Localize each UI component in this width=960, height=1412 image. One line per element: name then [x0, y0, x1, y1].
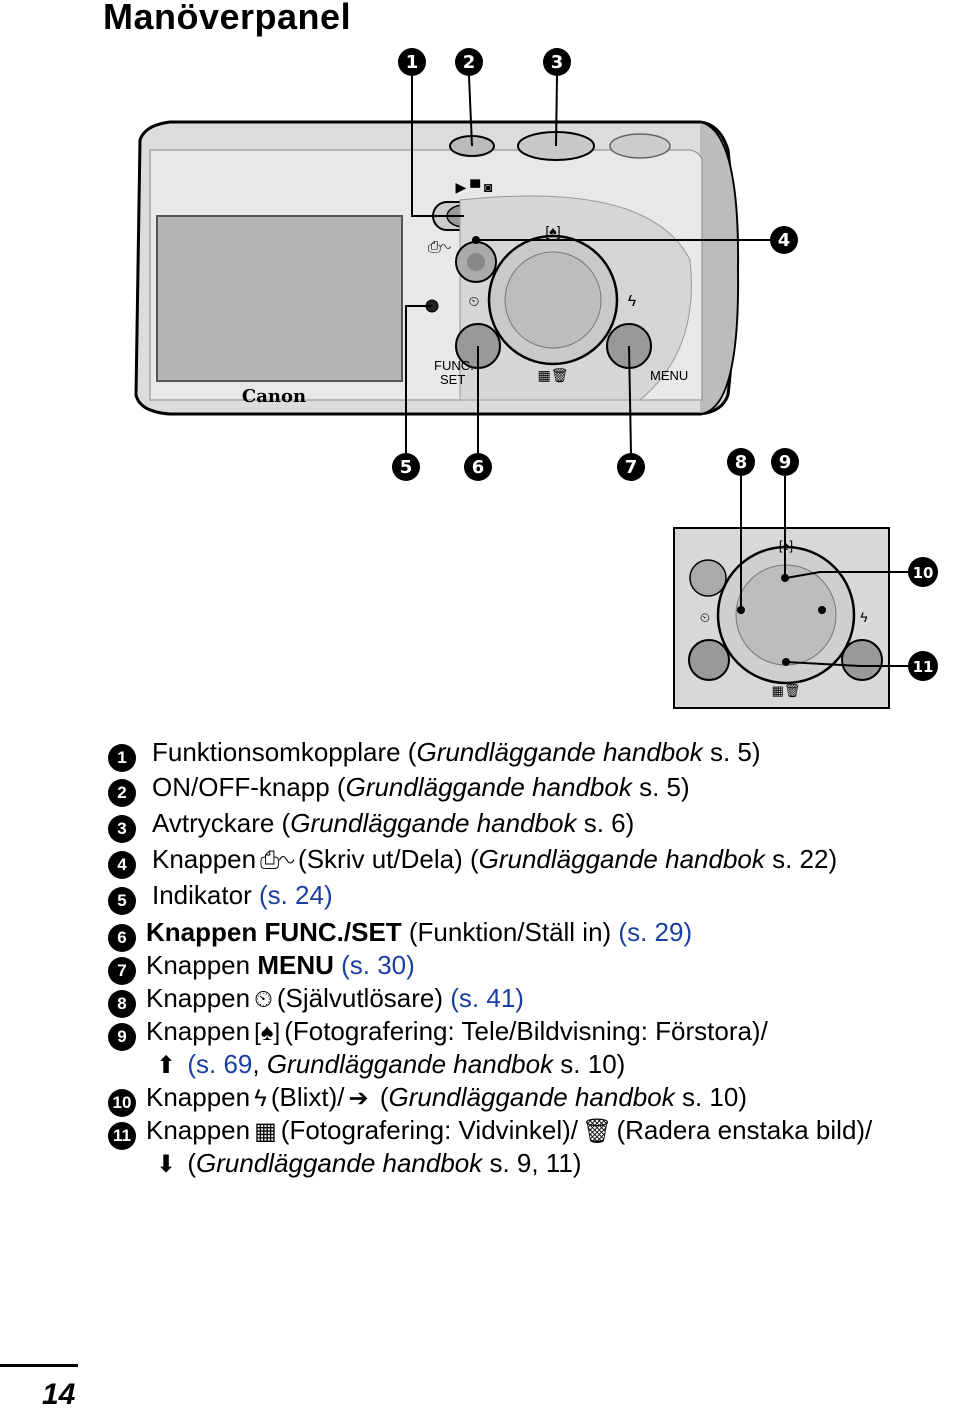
svg-text:6: 6: [472, 457, 485, 478]
svg-text:3: 3: [551, 52, 564, 73]
svg-text:⎙∿: ⎙∿: [428, 239, 451, 256]
svg-text:⏲: ⏲: [469, 293, 480, 309]
self-timer-icon: ⏲: [254, 986, 273, 1013]
flash-icon: ϟ: [254, 1085, 267, 1112]
callout-7: 7: [617, 453, 645, 481]
svg-text:4: 4: [778, 230, 791, 251]
brand-logo: Canon: [242, 386, 306, 407]
callout-3: 3: [543, 48, 571, 76]
dial-inset: [♠] ϟ ⏲ ▦🗑: [673, 476, 908, 709]
callout-6: 6: [464, 453, 492, 481]
svg-text:⏲: ⏲: [700, 610, 710, 625]
svg-text:▶ ▀ ◙: ▶ ▀ ◙: [456, 179, 493, 195]
callout-11: 11: [908, 651, 938, 681]
tele-zoom-icon: [♠]: [254, 1019, 281, 1046]
svg-text:1: 1: [406, 52, 419, 73]
svg-text:8: 8: [735, 452, 748, 473]
svg-text:10: 10: [913, 564, 934, 582]
print-share-icon: ⎙∿: [260, 847, 295, 874]
svg-text:SET: SET: [440, 372, 465, 387]
callout-1: 1: [398, 48, 426, 76]
svg-text:2: 2: [463, 52, 476, 73]
camera-illustration: 1 2 3 4 5 6 7 8 9 10 11 Canon ▶ ▀ ◙ ⎙∿: [134, 48, 938, 709]
svg-text:▦🗑: ▦🗑: [537, 367, 568, 383]
callout-2: 2: [455, 48, 483, 76]
list-item-continuation: ⬇ (Grundläggande handbok s. 9, 11): [156, 1148, 582, 1178]
callout-9: 9: [771, 448, 799, 476]
callout-5: 5: [392, 453, 420, 481]
svg-text:▦🗑: ▦🗑: [772, 683, 801, 698]
callout-4: 4: [770, 226, 798, 254]
svg-text:7: 7: [625, 457, 638, 478]
svg-text:FUNC.: FUNC.: [434, 358, 474, 373]
svg-text:MENU: MENU: [650, 368, 688, 383]
page-rule: [0, 1364, 78, 1367]
wide-angle-icon: ▦: [254, 1118, 277, 1145]
svg-text:ϟ: ϟ: [628, 293, 637, 310]
arrow-down-icon: ⬇: [156, 1151, 177, 1178]
svg-text:9: 9: [779, 452, 792, 473]
list-item-continuation: ⬆ (s. 69, Grundläggande handbok s. 10): [156, 1049, 626, 1079]
svg-text:[♠]: [♠]: [545, 223, 560, 239]
callout-numbers: 1 2 3 4 5 6 7 8 9 10 11: [392, 48, 938, 681]
callout-10: 10: [908, 557, 938, 587]
page-number: 14: [42, 1378, 76, 1411]
arrow-up-icon: ⬆: [156, 1052, 177, 1079]
trash-icon: 🗑: [582, 1118, 613, 1145]
page-title: Manöverpanel: [103, 0, 352, 37]
callout-8: 8: [727, 448, 755, 476]
arrow-right-icon: ➔: [348, 1085, 369, 1112]
svg-text:5: 5: [400, 457, 413, 478]
camera-body: Canon ▶ ▀ ◙ ⎙∿ [♠] ϟ ⏲ FUNC. SET MENU ▦🗑: [134, 75, 770, 454]
svg-text:11: 11: [913, 658, 934, 676]
svg-text:ϟ: ϟ: [860, 609, 868, 625]
